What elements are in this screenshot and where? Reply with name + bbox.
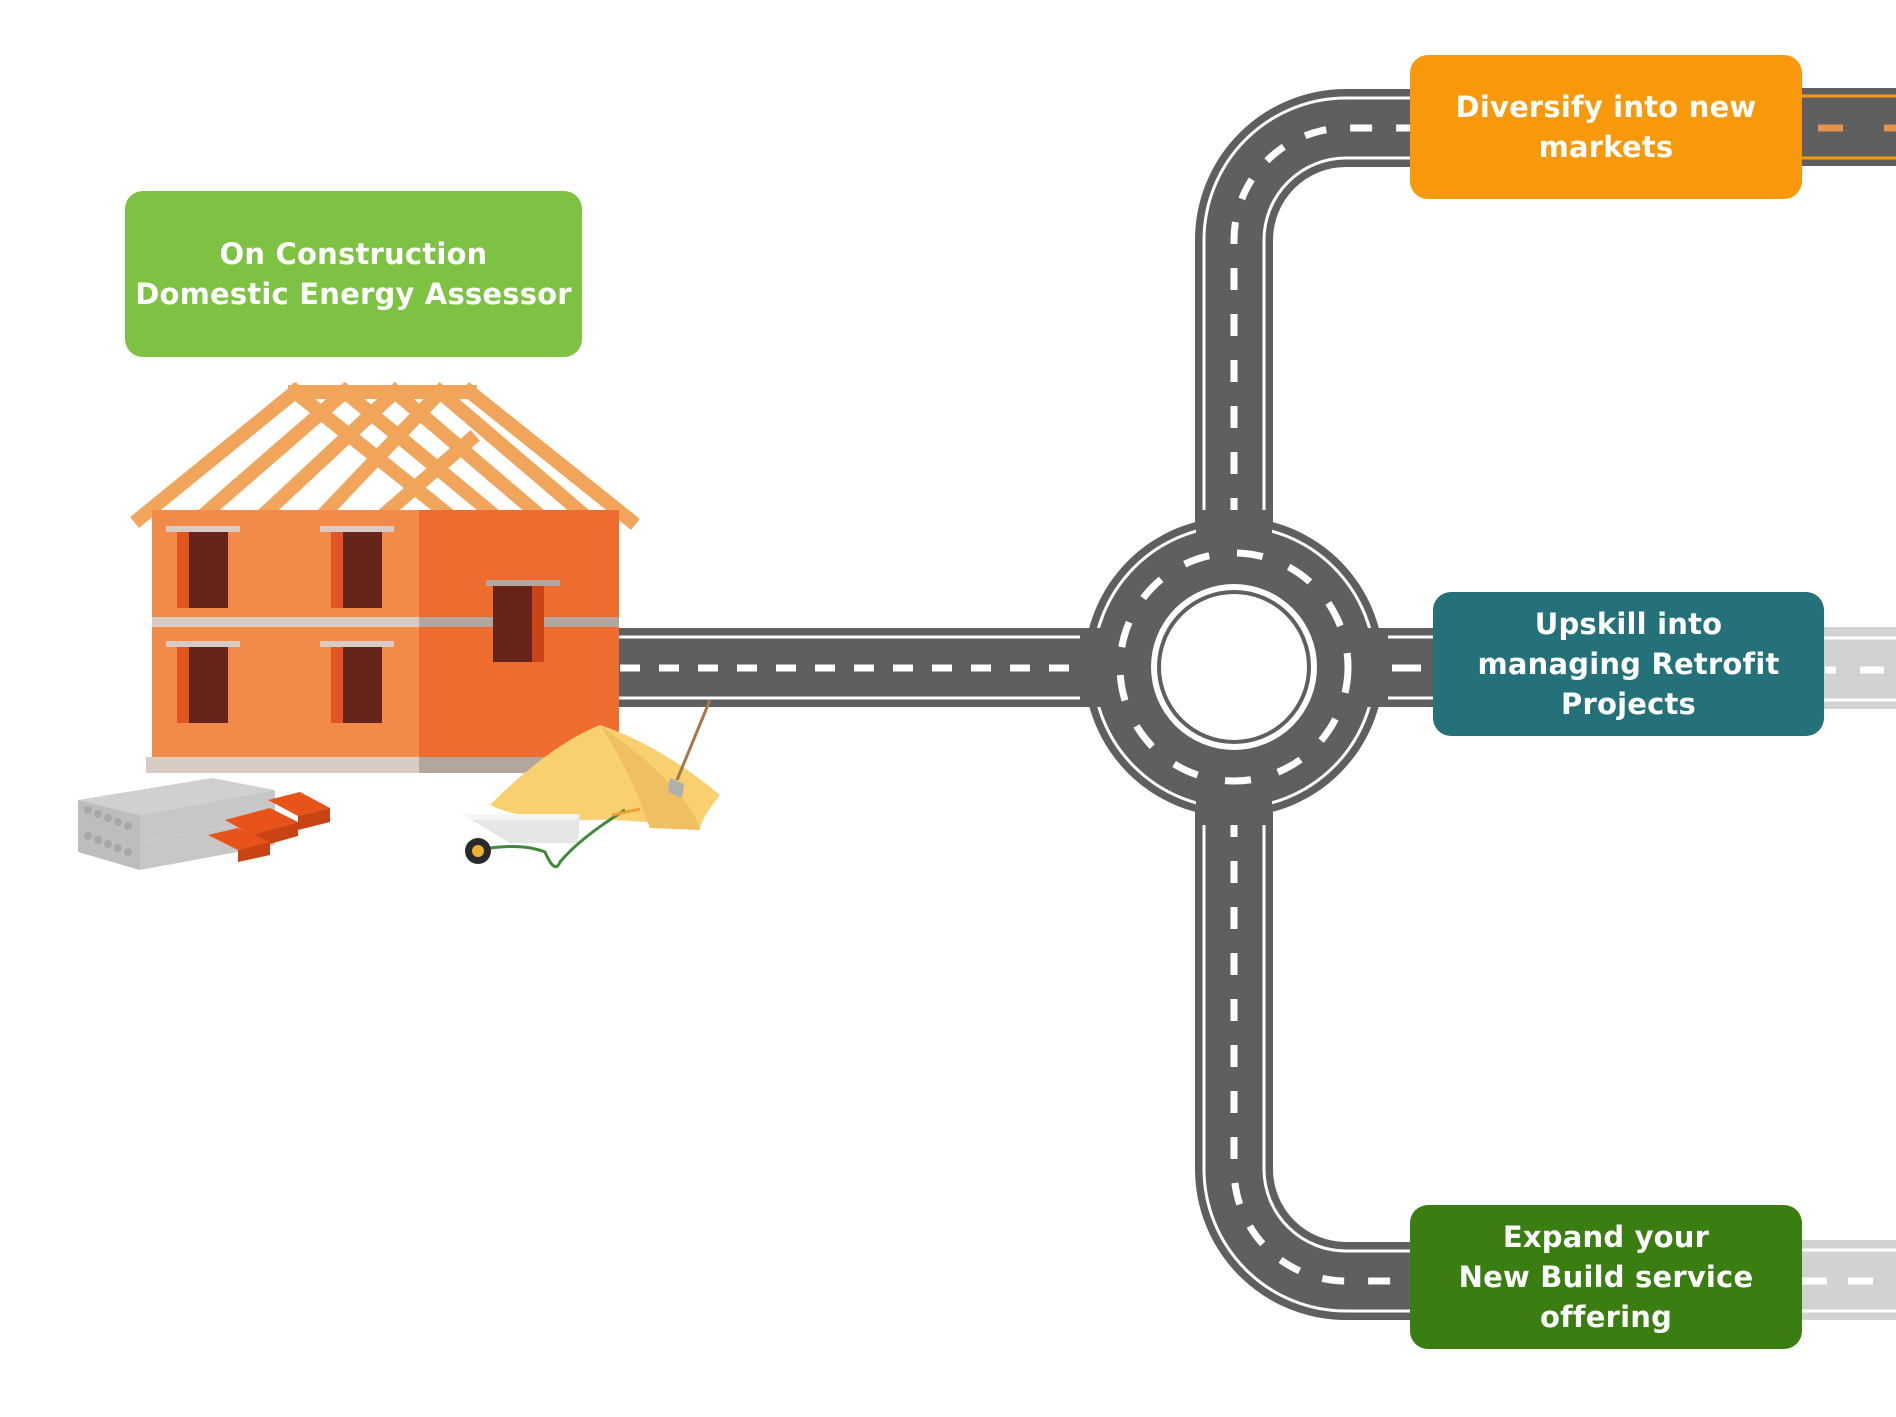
destination-expand-box[interactable]: Expand your New Build service offering — [1410, 1205, 1802, 1349]
house-windows — [166, 526, 560, 723]
road-to-expand-extension — [1790, 1240, 1896, 1320]
roundabout-icon — [1080, 510, 1388, 825]
roof-rafters — [130, 382, 640, 530]
bricks-icon — [208, 792, 330, 862]
destination-diversify-label: Diversify into new markets — [1455, 90, 1757, 164]
road-to-upskill-extension — [1812, 627, 1896, 709]
road-house-to-roundabout — [610, 628, 1110, 707]
road-network — [610, 88, 1896, 1320]
destination-expand-label: Expand your New Build service offering — [1458, 1220, 1754, 1334]
destination-upskill-box[interactable]: Upskill into managing Retrofit Projects — [1433, 592, 1824, 736]
destination-upskill-label: Upskill into managing Retrofit Projects — [1477, 607, 1780, 721]
road-roundabout-to-diversify — [1195, 89, 1420, 540]
road-to-diversify-extension — [1790, 88, 1896, 166]
shovel-icon — [668, 699, 712, 798]
house-under-construction-icon — [130, 382, 640, 773]
wheelbarrow-icon — [462, 807, 641, 869]
sand-pile-icon — [490, 725, 720, 830]
concrete-slabs-icon — [78, 778, 275, 870]
start-role-box[interactable]: On Construction Domestic Energy Assessor — [125, 191, 582, 357]
road-roundabout-to-expand — [1195, 795, 1420, 1320]
destination-diversify-box[interactable]: Diversify into new markets — [1410, 55, 1802, 199]
start-role-label: On Construction Domestic Energy Assessor — [135, 237, 572, 311]
